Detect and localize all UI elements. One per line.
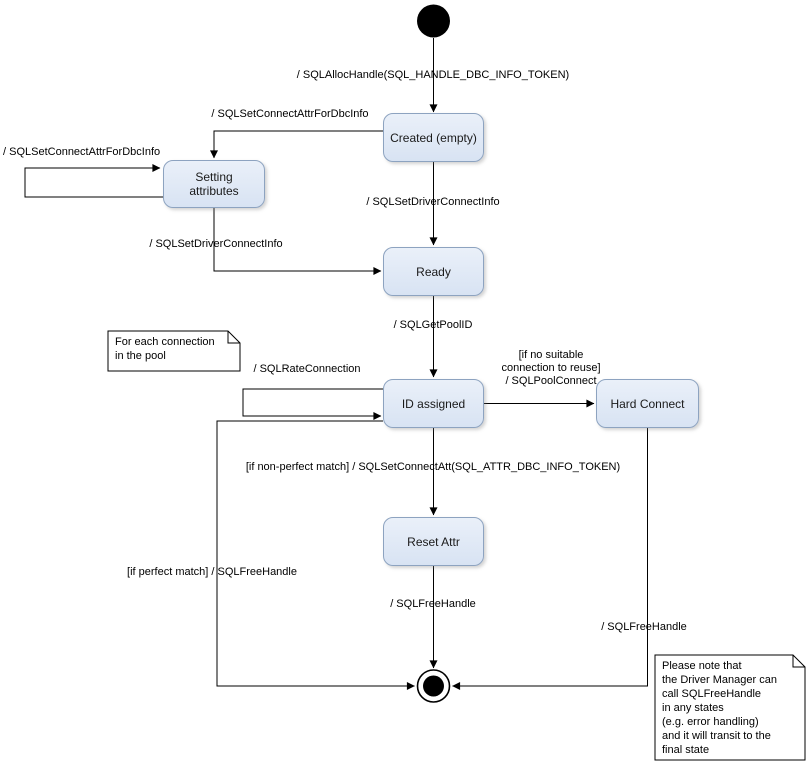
state-ready: Ready (383, 247, 484, 296)
initial-state-icon (417, 4, 450, 38)
transition-idassigned-to-final-line (216, 420, 415, 690)
transition-label-pool-connect: [if no suitable connection to reuse] / S… (501, 349, 601, 387)
transition-idassigned-self-loop-line (242, 388, 383, 420)
transition-label-set-connect-attr-self: / SQLSetConnectAttrForDbcInfo (3, 146, 161, 158)
transition-label-set-driver-connect-setting: / SQLSetDriverConnectInfo (149, 238, 283, 250)
transition-label-alloc-handle: / SQLAllocHandle(SQL_HANDLE_DBC_INFO_TOK… (296, 69, 570, 81)
note-freehandle-text: Please note that the Driver Manager can … (662, 660, 777, 756)
note-freehandle-shape (654, 654, 806, 761)
transition-label-rate-connection: / SQLRateConnection (253, 363, 361, 375)
note-pool-shape (107, 330, 241, 372)
note-freehandle-fold-icon (792, 655, 805, 668)
transition-label-free-handle-reset: / SQLFreeHandle (390, 598, 476, 610)
transition-setting-self-loop-line (24, 164, 163, 198)
state-id-assigned: ID assigned (383, 379, 484, 428)
state-reset-attr: Reset Attr (383, 517, 484, 566)
transition-label-set-connect-att: [if non-perfect match] / SQLSetConnectAt… (245, 461, 621, 473)
note-pool-text: For each connection in the pool (115, 336, 215, 362)
final-state-inner-dot (423, 675, 444, 697)
transition-label-set-connect-attr: / SQLSetConnectAttrForDbcInfo (211, 108, 369, 120)
note-pool-fold-icon (227, 331, 240, 344)
transition-hardconnect-to-final-line (452, 428, 648, 690)
transition-setting-to-ready-line (213, 208, 382, 275)
transition-label-get-pool-id: / SQLGetPoolID (393, 319, 473, 331)
state-hard-connect: Hard Connect (596, 379, 699, 428)
transition-label-free-handle-hard: / SQLFreeHandle (601, 621, 687, 633)
state-created: Created (empty) (383, 113, 484, 162)
transition-created-to-setting-line (210, 130, 383, 159)
transition-label-free-handle-perfect: [if perfect match] / SQLFreeHandle (127, 566, 297, 578)
state-setting-attributes: Setting attributes (163, 160, 265, 208)
transition-label-set-driver-connect-created: / SQLSetDriverConnectInfo (366, 196, 500, 208)
